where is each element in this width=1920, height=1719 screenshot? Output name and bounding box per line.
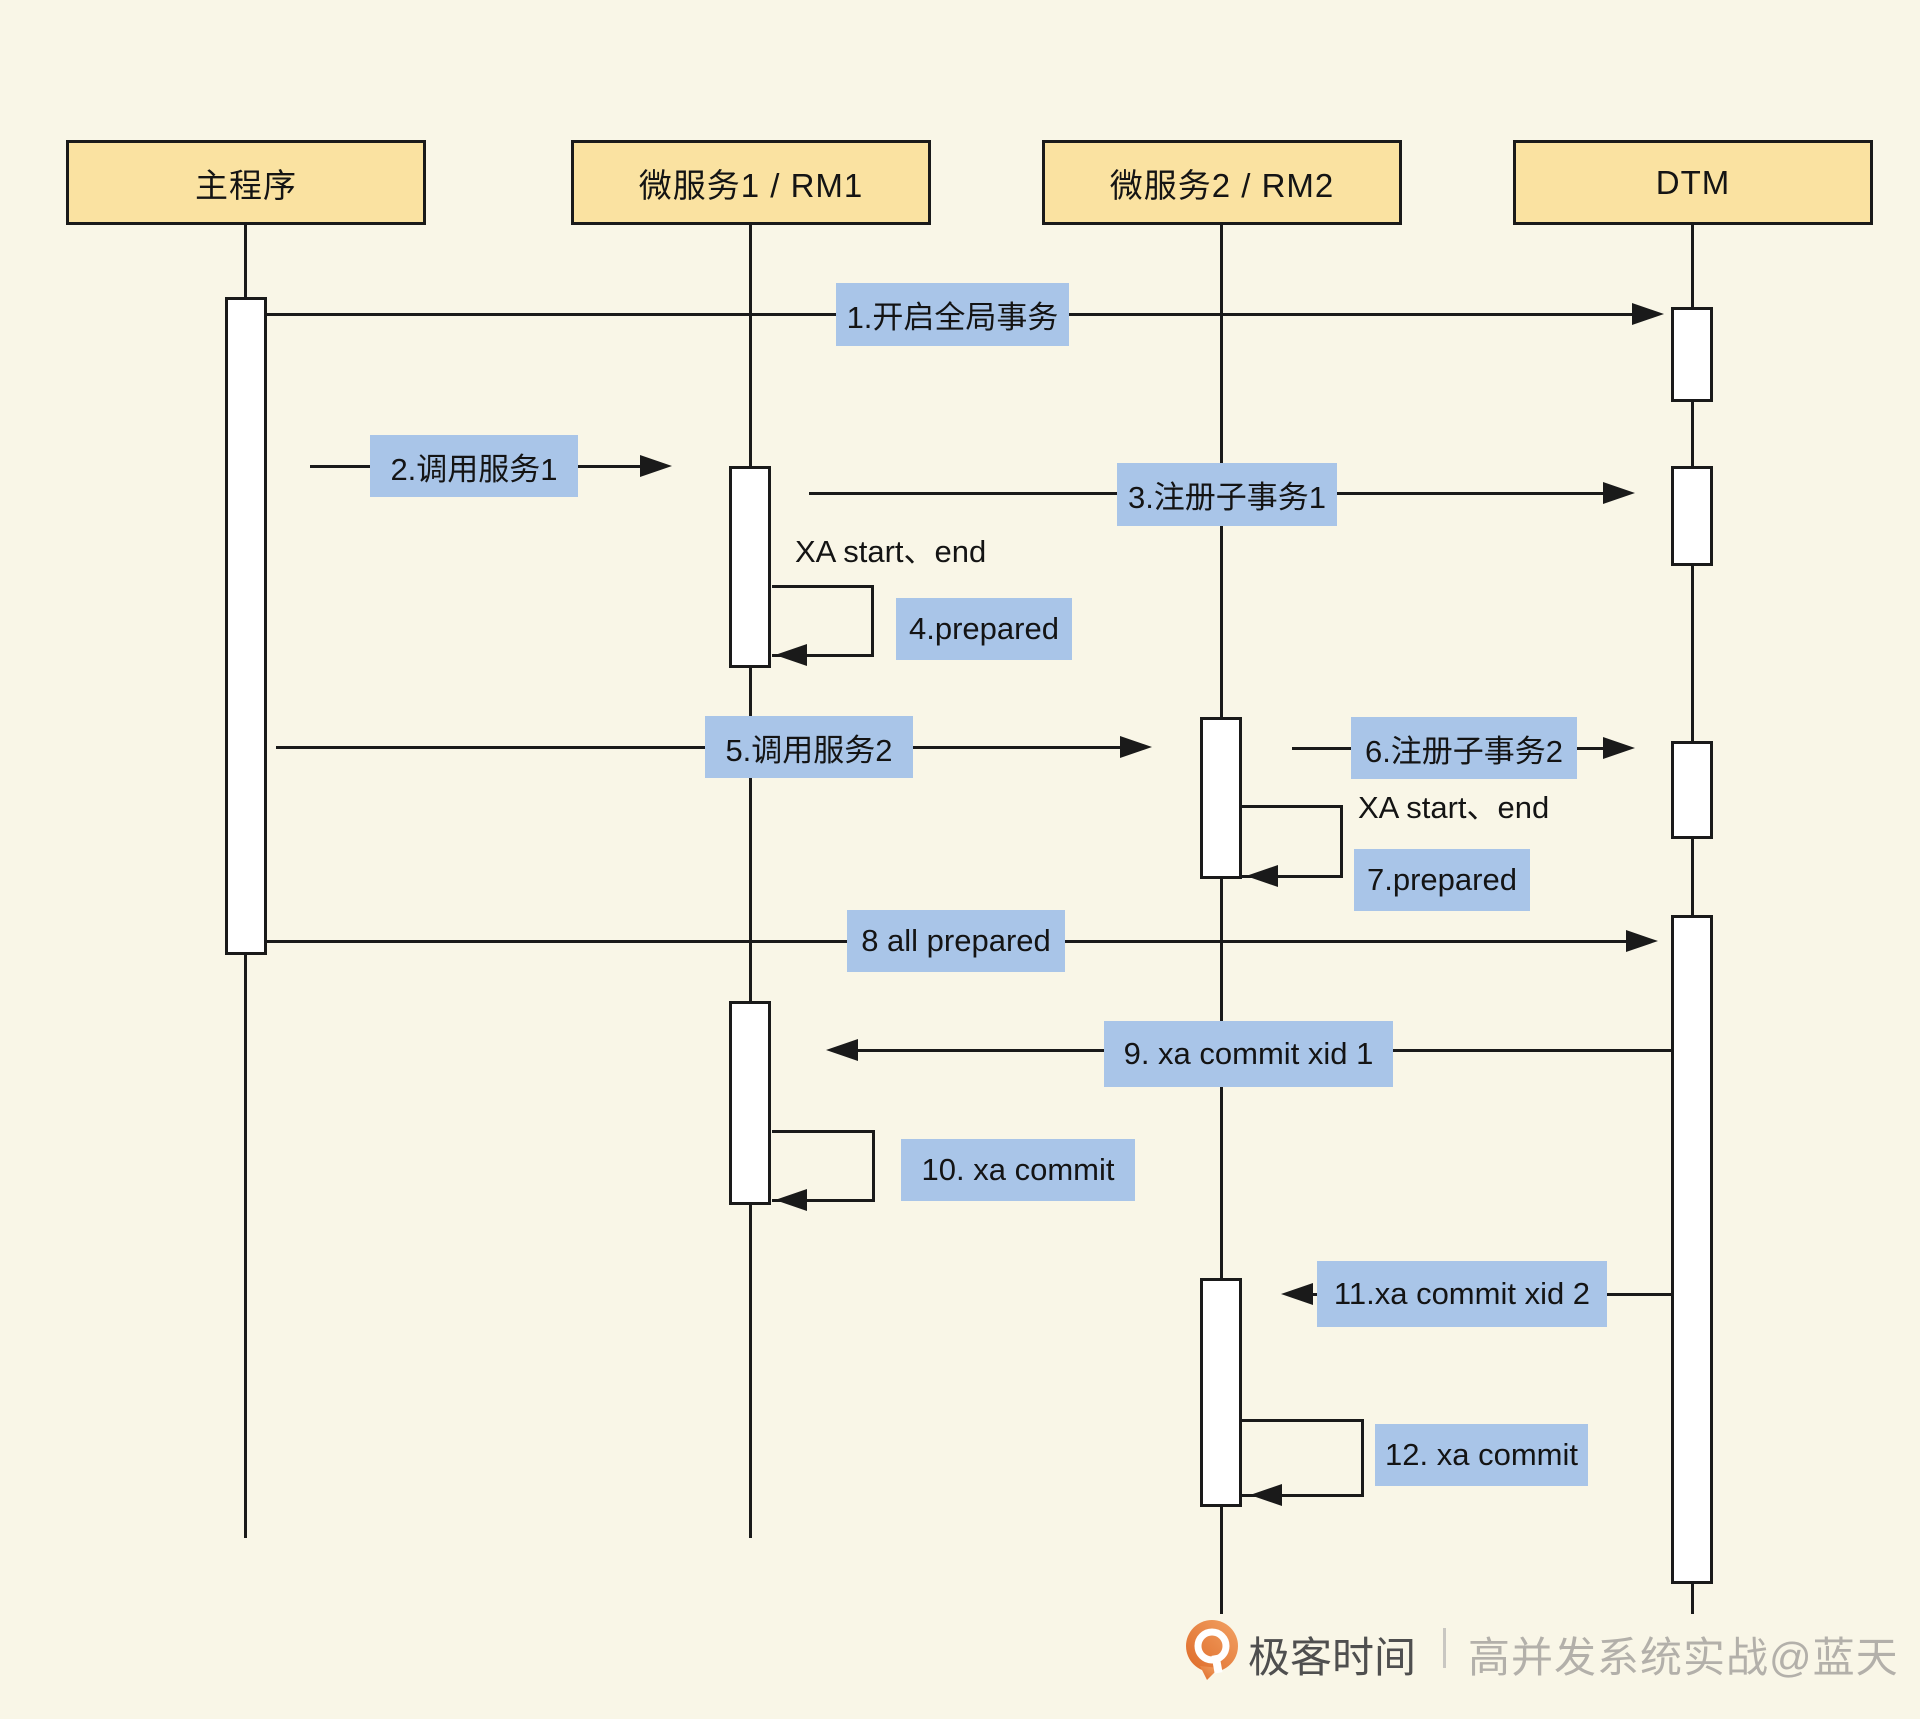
actor-label-rm2: 微服务2 / RM2	[1109, 166, 1335, 204]
note-xa-rm1: XA start、end	[795, 533, 986, 571]
arrowhead-right-icon	[1603, 482, 1635, 504]
actor-label-dtm: DTM	[1655, 163, 1731, 201]
actor-box-main: 主程序	[66, 140, 426, 225]
message-line-5	[276, 746, 1122, 749]
message-text-8: 8 all prepared	[861, 923, 1051, 958]
message-label-4: 4.prepared	[896, 598, 1072, 660]
note-xa-rm2: XA start、end	[1358, 789, 1549, 827]
note-text-rm1: XA start、end	[795, 534, 987, 569]
activation-bar-rm1-b	[729, 1001, 771, 1205]
footer-caption-text: 高并发系统实战@蓝天	[1468, 1634, 1899, 1681]
activation-bar-dtm-3	[1671, 741, 1713, 839]
message-label-8: 8 all prepared	[847, 910, 1065, 972]
message-label-2: 2.调用服务1	[370, 435, 578, 497]
arrowhead-right-icon	[1603, 737, 1635, 759]
note-text-rm2: XA start、end	[1358, 790, 1550, 825]
lifeline-rm2	[1220, 225, 1223, 1614]
message-text-1: 1.开启全局事务	[846, 300, 1059, 335]
geektime-logo-icon	[1183, 1619, 1241, 1681]
self-loop-12	[1242, 1419, 1364, 1497]
message-label-12: 12. xa commit	[1375, 1424, 1588, 1486]
footer-caption: 高并发系统实战@蓝天	[1468, 1624, 1899, 1685]
activation-bar-rm2-a	[1200, 717, 1242, 879]
activation-bar-rm2-b	[1200, 1278, 1242, 1507]
actor-box-rm1: 微服务1 / RM1	[571, 140, 931, 225]
message-text-10: 10. xa commit	[921, 1152, 1115, 1187]
arrowhead-right-icon	[1632, 303, 1664, 325]
activation-bar-dtm-1	[1671, 307, 1713, 402]
arrowhead-left-icon	[1246, 865, 1278, 887]
message-text-2: 2.调用服务1	[390, 451, 558, 487]
message-text-12: 12. xa commit	[1385, 1437, 1578, 1472]
message-label-9: 9. xa commit xid 1	[1104, 1021, 1393, 1087]
lifeline-rm1	[749, 225, 752, 1538]
self-loop-10	[772, 1130, 875, 1202]
message-label-10: 10. xa commit	[901, 1139, 1135, 1201]
arrowhead-left-icon	[1250, 1484, 1282, 1506]
message-text-9: 9. xa commit xid 1	[1123, 1036, 1374, 1071]
footer-separator	[1443, 1628, 1446, 1668]
message-label-6: 6.注册子事务2	[1351, 717, 1577, 779]
message-label-5: 5.调用服务2	[705, 716, 913, 778]
message-text-7: 7.prepared	[1367, 862, 1517, 897]
arrowhead-left-icon	[775, 1189, 807, 1211]
activation-bar-rm1-a	[729, 466, 771, 668]
message-text-4: 4.prepared	[909, 611, 1059, 646]
message-text-3: 3.注册子事务1	[1127, 480, 1327, 515]
arrowhead-left-icon	[826, 1039, 858, 1061]
actor-label-main: 主程序	[195, 166, 297, 204]
self-loop-4	[772, 585, 874, 657]
footer-brand: 极客时间	[1248, 1624, 1416, 1685]
actor-box-dtm: DTM	[1513, 140, 1873, 225]
message-text-11: 11.xa commit xid 2	[1333, 1276, 1591, 1311]
actor-box-rm2: 微服务2 / RM2	[1042, 140, 1402, 225]
message-text-6: 6.注册子事务2	[1364, 733, 1564, 769]
message-label-1: 1.开启全局事务	[836, 283, 1069, 346]
arrowhead-right-icon	[1626, 930, 1658, 952]
message-label-3: 3.注册子事务1	[1117, 463, 1337, 526]
self-loop-7	[1242, 805, 1343, 878]
arrowhead-right-icon	[640, 455, 672, 477]
actor-label-rm1: 微服务1 / RM1	[638, 166, 864, 204]
arrowhead-right-icon	[1120, 736, 1152, 758]
arrowhead-left-icon	[775, 644, 807, 666]
activation-bar-main	[225, 297, 267, 955]
footer-brand-text: 极客时间	[1248, 1634, 1417, 1681]
message-label-7: 7.prepared	[1354, 849, 1530, 911]
arrowhead-left-icon	[1281, 1283, 1313, 1305]
message-text-5: 5.调用服务2	[725, 732, 893, 768]
activation-bar-dtm-4	[1671, 915, 1713, 1584]
message-label-11: 11.xa commit xid 2	[1317, 1261, 1607, 1327]
activation-bar-dtm-2	[1671, 466, 1713, 566]
